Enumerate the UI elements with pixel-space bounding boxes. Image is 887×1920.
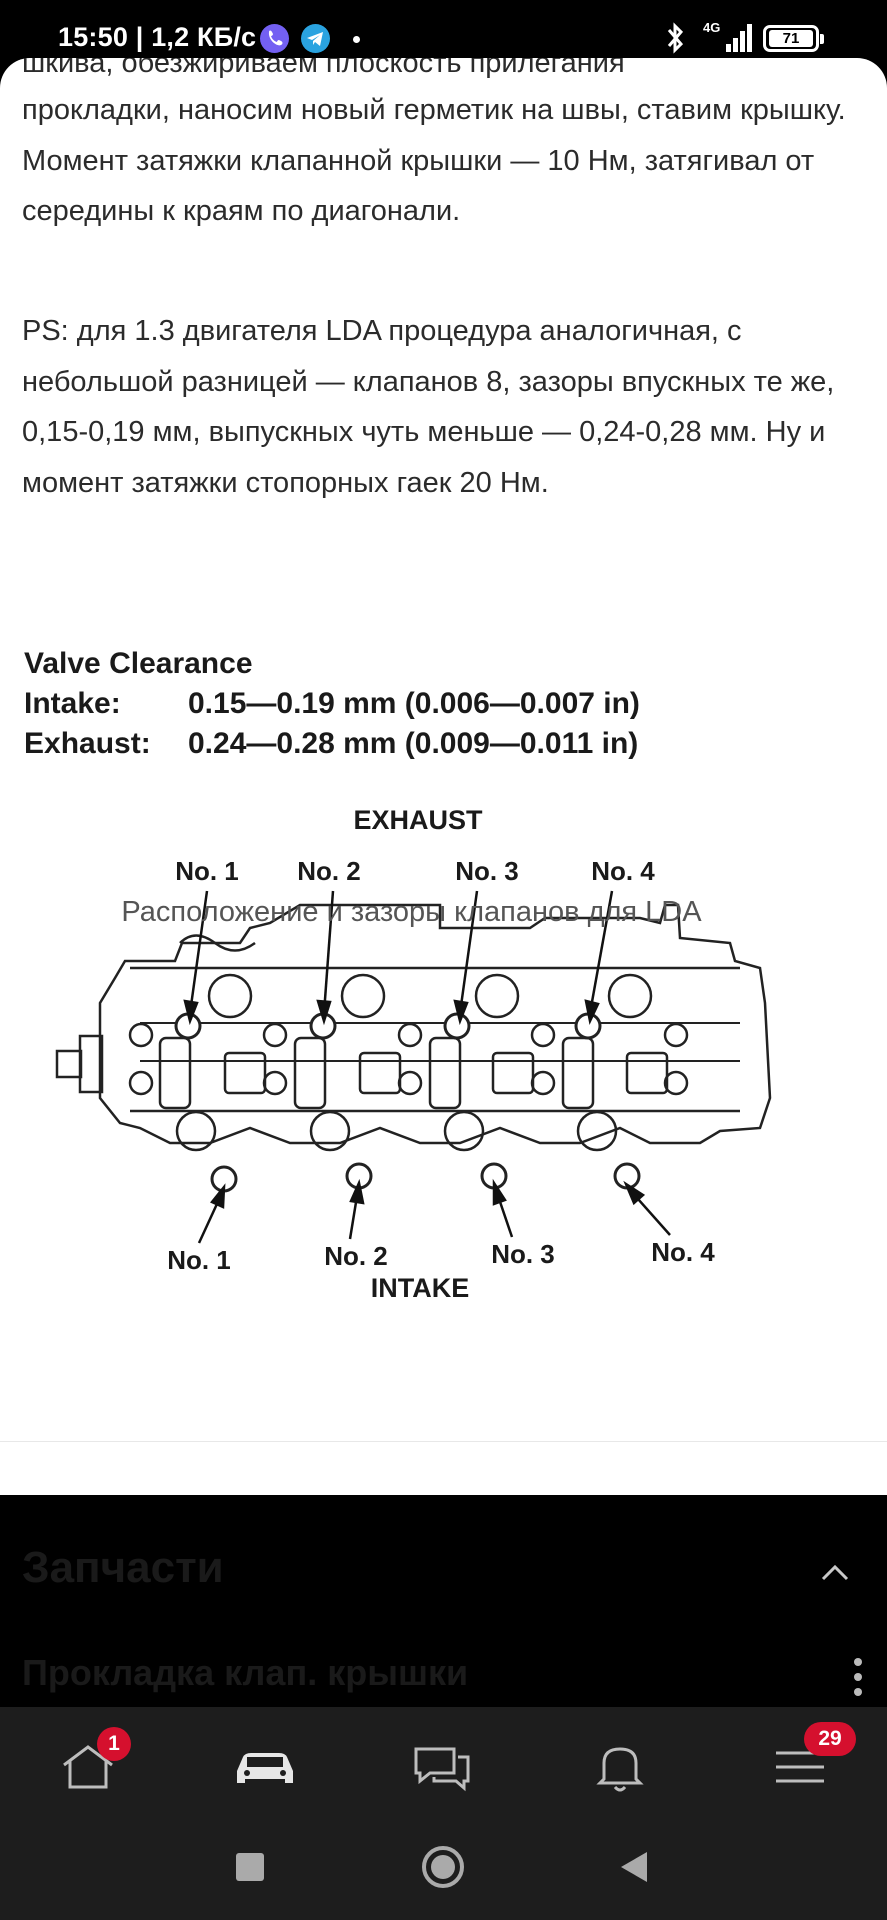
viber-icon bbox=[260, 24, 289, 53]
car-icon bbox=[237, 1753, 293, 1783]
home-icon bbox=[63, 1745, 113, 1789]
nav-garage[interactable] bbox=[225, 1725, 305, 1805]
recents-button[interactable] bbox=[236, 1853, 264, 1881]
exhaust-no-1: No. 1 bbox=[175, 856, 239, 886]
back-button[interactable] bbox=[621, 1852, 647, 1882]
article-paragraph-ps: PS: для 1.3 двигателя LDA процедура анал… bbox=[22, 315, 835, 499]
cylinder-head-diagram: EXHAUST INTAKE No. 1 No. 2 No. 3 No. 4 N… bbox=[55, 805, 772, 1303]
exhaust-no-3: No. 3 bbox=[455, 856, 519, 886]
bell-icon bbox=[596, 1747, 644, 1792]
section-divider bbox=[0, 1441, 887, 1442]
intake-no-2: No. 2 bbox=[324, 1241, 388, 1271]
dot-icon bbox=[353, 36, 360, 43]
exhaust-label: Exhaust: bbox=[24, 727, 151, 760]
home-badge: 1 bbox=[97, 1727, 131, 1761]
exhaust-side-label: EXHAUST bbox=[353, 805, 483, 835]
status-time: 15:50 | 1,2 КБ/с bbox=[58, 22, 257, 52]
article-paragraph: прокладки, наносим новый герметик на швы… bbox=[22, 94, 846, 227]
exhaust-no-2: No. 2 bbox=[297, 856, 361, 886]
home-button[interactable] bbox=[422, 1846, 464, 1888]
intake-no-4: No. 4 bbox=[651, 1237, 715, 1267]
intake-side-label: INTAKE bbox=[371, 1273, 470, 1303]
exhaust-clearance-row: Exhaust: 0.24—0.28 mm (0.009—0.011 in) bbox=[24, 727, 638, 761]
exhaust-no-4: No. 4 bbox=[591, 856, 655, 886]
bottom-navigation bbox=[0, 1707, 887, 1819]
part-item-title[interactable]: Прокладка клап. крышки bbox=[22, 1652, 469, 1693]
intake-label: Intake: bbox=[24, 687, 121, 720]
nav-messages[interactable] bbox=[402, 1725, 482, 1805]
chat-icon bbox=[414, 1747, 470, 1792]
nav-notifications[interactable] bbox=[580, 1725, 660, 1805]
chevron-up-icon[interactable] bbox=[820, 1558, 850, 1588]
valve-diagram-figure[interactable]: Valve Clearance Intake: 0.15—0.19 mm (0.0… bbox=[0, 583, 887, 1403]
telegram-icon bbox=[301, 24, 330, 53]
exhaust-value: 0.24—0.28 mm (0.009—0.011 in) bbox=[188, 727, 639, 760]
kebab-menu-icon[interactable] bbox=[854, 1658, 864, 1702]
intake-no-1: No. 1 bbox=[167, 1245, 231, 1275]
valve-clearance-title: Valve Clearance bbox=[24, 647, 253, 680]
signal-icon bbox=[725, 20, 755, 59]
article-card: шкива, обезжириваем плоскость прилегания… bbox=[0, 58, 887, 1495]
battery-icon: 71 bbox=[763, 25, 824, 52]
intake-value: 0.15—0.19 mm (0.006—0.007 in) bbox=[188, 687, 640, 720]
menu-badge: 29 bbox=[804, 1722, 856, 1756]
nav-home[interactable] bbox=[48, 1725, 128, 1805]
battery-level: 71 bbox=[769, 30, 813, 47]
article-clipped-line: шкива, обезжириваем плоскость прилегания bbox=[22, 58, 625, 79]
intake-no-3: No. 3 bbox=[491, 1239, 555, 1269]
figure-caption: Расположение и зазоры клапанов для LDA bbox=[121, 896, 702, 928]
bluetooth-icon bbox=[663, 20, 689, 61]
parts-section-title[interactable]: Запчасти bbox=[22, 1543, 224, 1592]
intake-clearance-row: Intake: 0.15—0.19 mm (0.006—0.007 in) bbox=[24, 687, 640, 721]
network-type: 4G bbox=[703, 20, 721, 35]
